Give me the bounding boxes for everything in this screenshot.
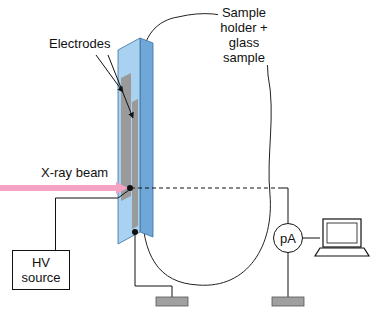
- data-cable: [303, 238, 320, 239]
- meter-circle: pA: [273, 223, 303, 253]
- electrode: [132, 99, 138, 229]
- laptop-display: [327, 223, 357, 243]
- laptop-screen: [323, 219, 361, 247]
- glass-sample: [118, 38, 140, 244]
- wire-connector: [278, 188, 288, 223]
- node-text: HV source: [17, 255, 65, 285]
- wire: [118, 190, 129, 198]
- ground-symbol: [272, 297, 304, 306]
- hv-source-box: HV source: [12, 250, 70, 290]
- part-label: X-ray beam: [40, 165, 109, 180]
- node-text: Sample holder + glass sample: [218, 5, 270, 65]
- ground-symbol: [156, 297, 188, 306]
- ground-wire: [135, 232, 172, 297]
- wire-connector: [56, 198, 119, 250]
- part-label: Electrodes: [48, 36, 111, 51]
- laptop-base: [315, 248, 369, 256]
- meter-circle-shape: [274, 224, 303, 253]
- contact-dot: [127, 185, 133, 191]
- leader-line: [96, 55, 123, 92]
- glass-side: [140, 38, 153, 237]
- ground-wire: [288, 253, 289, 297]
- beam-path: [131, 188, 278, 189]
- leader-line: [108, 55, 133, 118]
- node-text: pA: [280, 231, 296, 246]
- xray-beam: [0, 185, 117, 191]
